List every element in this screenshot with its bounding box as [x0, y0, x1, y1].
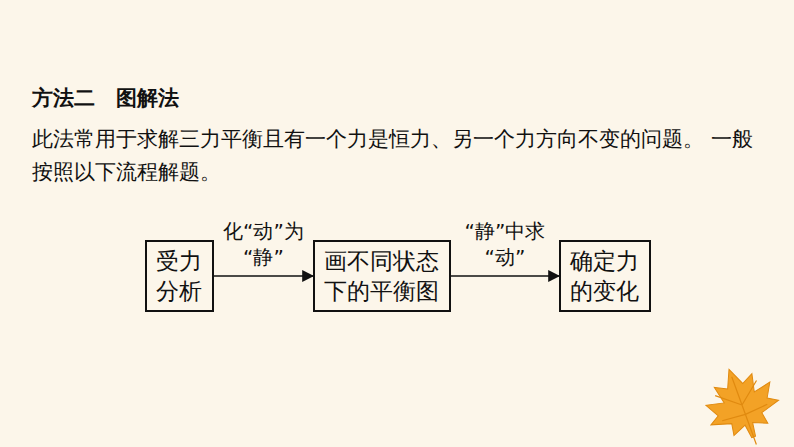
paragraph: 此法常用于求解三力平衡且有一个力是恒力、另一个力方向不变的问题。 一般按照以下流… [32, 123, 772, 189]
edge-label: “静”中求“动” [463, 218, 547, 270]
flow-arrow [451, 275, 559, 277]
process-box: 确定力的变化 [559, 240, 651, 312]
process-box: 画不同状态下的平衡图 [313, 240, 451, 312]
heading: 方法二 图解法 [32, 84, 179, 112]
edge-label: 化“动”为“静” [221, 218, 305, 270]
maple-leaf [695, 357, 790, 447]
box-text: 画不同状态下的平衡图 [321, 246, 443, 306]
process-box: 受力分析 [145, 240, 214, 312]
flow-arrow [214, 275, 313, 277]
box-text: 确定力的变化 [567, 246, 643, 306]
box-text: 受力分析 [153, 246, 206, 306]
